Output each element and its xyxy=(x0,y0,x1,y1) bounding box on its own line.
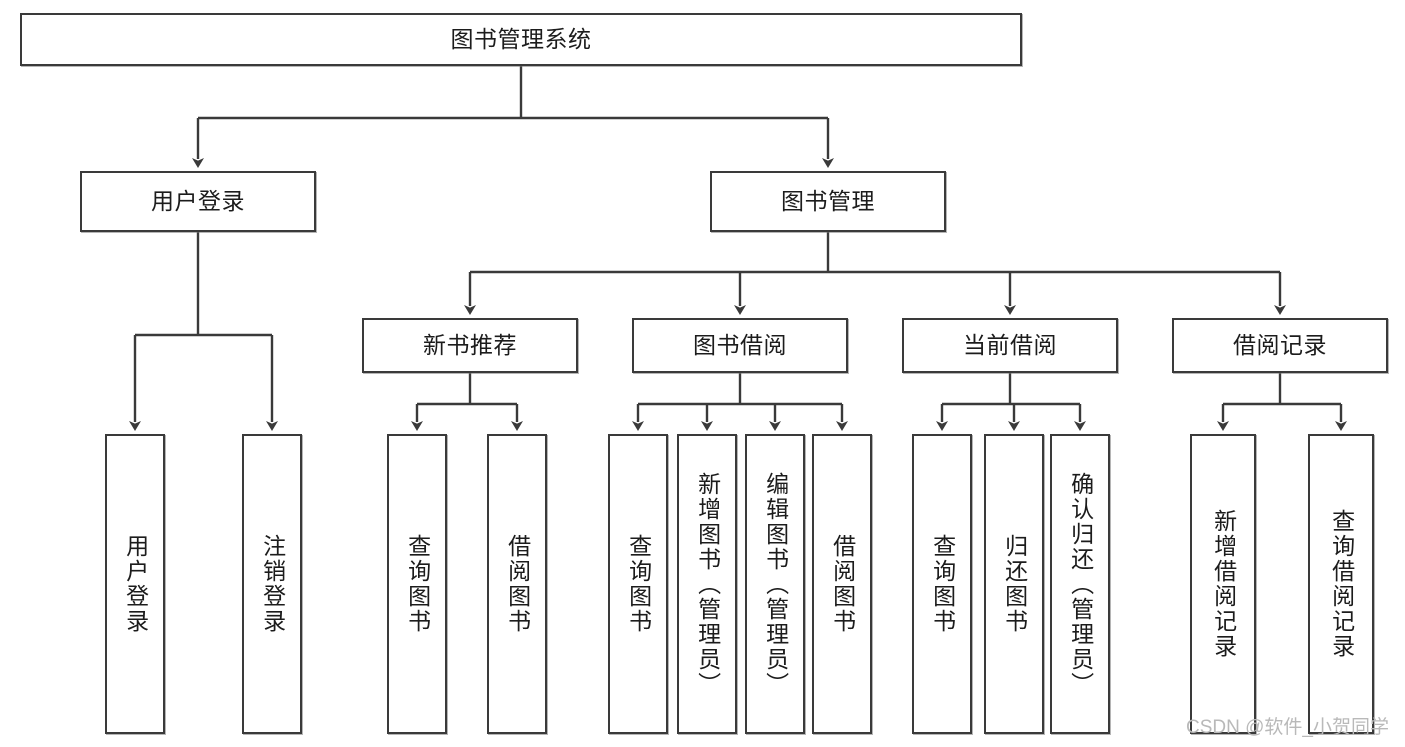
node-current[interactable]: 当前借阅 xyxy=(902,318,1118,373)
node-leaf-cur-3[interactable]: 确认归还（管理员） xyxy=(1050,434,1110,734)
node-label: 图书借阅 xyxy=(693,331,787,358)
node-label: 新增图书（管理员） xyxy=(694,471,721,697)
node-label: 确认归还（管理员） xyxy=(1067,471,1094,697)
node-leaf-rec-2[interactable]: 查询借阅记录 xyxy=(1308,434,1374,734)
node-label: 用户登录 xyxy=(151,187,245,214)
node-label: 借阅记录 xyxy=(1233,331,1327,358)
node-label: 查询图书 xyxy=(929,534,956,634)
node-leaf-new-1[interactable]: 查询图书 xyxy=(387,434,447,734)
node-label: 编辑图书（管理员） xyxy=(762,471,789,697)
node-leaf-bor-1[interactable]: 查询图书 xyxy=(608,434,668,734)
node-label: 图书管理系统 xyxy=(450,25,592,52)
node-label: 注销登录 xyxy=(259,534,286,634)
node-leaf-new-2[interactable]: 借阅图书 xyxy=(487,434,547,734)
node-root[interactable]: 图书管理系统 xyxy=(20,13,1022,66)
node-records[interactable]: 借阅记录 xyxy=(1172,318,1388,373)
node-leaf-login-1[interactable]: 用户登录 xyxy=(105,434,165,734)
node-label: 查询借阅记录 xyxy=(1328,509,1355,659)
node-leaf-rec-1[interactable]: 新增借阅记录 xyxy=(1190,434,1256,734)
node-newbook[interactable]: 新书推荐 xyxy=(362,318,578,373)
node-login[interactable]: 用户登录 xyxy=(80,171,316,232)
node-leaf-bor-3[interactable]: 编辑图书（管理员） xyxy=(745,434,805,734)
node-label: 新书推荐 xyxy=(423,331,517,358)
node-leaf-cur-2[interactable]: 归还图书 xyxy=(984,434,1044,734)
node-label: 当前借阅 xyxy=(963,331,1057,358)
node-leaf-login-2[interactable]: 注销登录 xyxy=(242,434,302,734)
node-leaf-bor-4[interactable]: 借阅图书 xyxy=(812,434,872,734)
node-label: 归还图书 xyxy=(1001,534,1028,634)
node-label: 查询图书 xyxy=(404,534,431,634)
node-leaf-bor-2[interactable]: 新增图书（管理员） xyxy=(677,434,737,734)
node-label: 用户登录 xyxy=(122,534,149,634)
node-bookmgmt[interactable]: 图书管理 xyxy=(710,171,946,232)
node-label: 图书管理 xyxy=(781,187,875,214)
node-leaf-cur-1[interactable]: 查询图书 xyxy=(912,434,972,734)
node-label: 借阅图书 xyxy=(829,534,856,634)
node-label: 借阅图书 xyxy=(504,534,531,634)
node-borrow[interactable]: 图书借阅 xyxy=(632,318,848,373)
node-label: 新增借阅记录 xyxy=(1210,509,1237,659)
node-label: 查询图书 xyxy=(625,534,652,634)
